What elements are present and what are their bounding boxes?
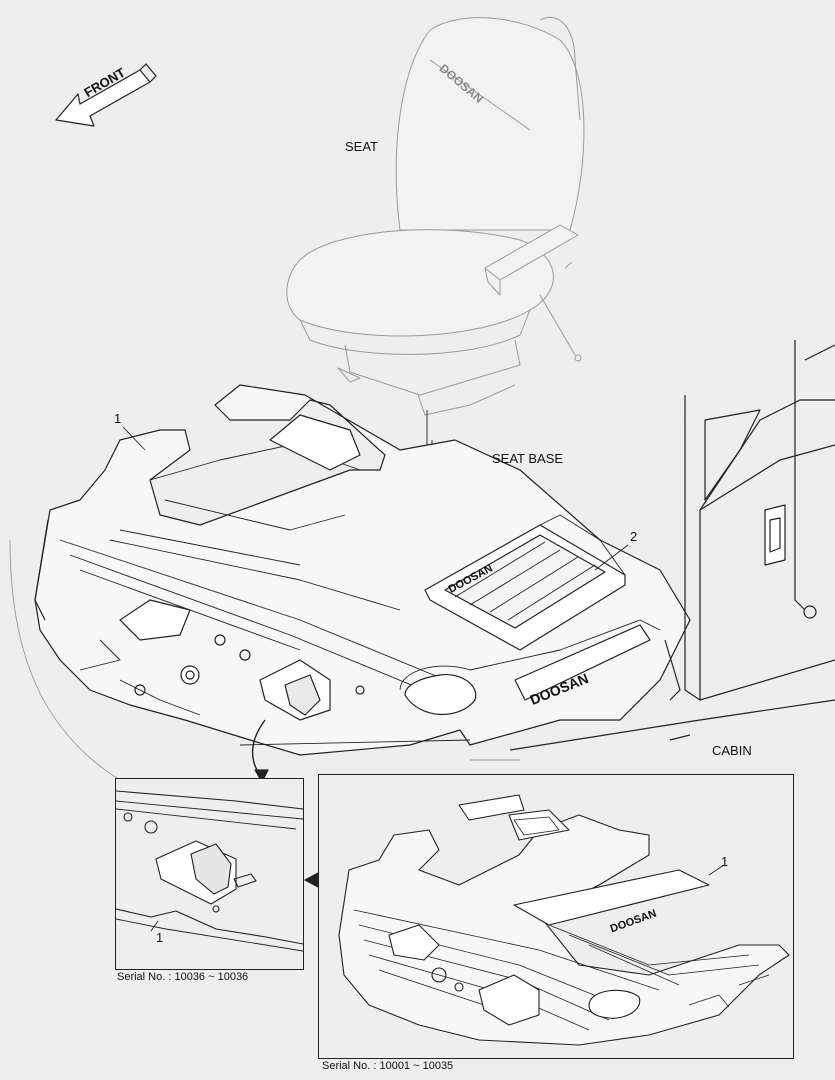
detail-left-drawing <box>116 790 303 952</box>
detail-right-drawing <box>338 794 790 1046</box>
part-number-1: 1 <box>114 411 122 426</box>
footrest-illustration <box>424 514 626 651</box>
part-1-leader-line <box>122 426 146 451</box>
part-2-leader-line <box>594 544 629 571</box>
right-inset-part-number: 1 <box>721 854 729 869</box>
left-inset-part-number: 1 <box>156 930 164 945</box>
seat-illustration <box>286 17 585 416</box>
serial-range-right: Serial No. : 10001 ~ 10035 <box>322 1060 454 1072</box>
cabin-illustration <box>509 340 835 751</box>
part-number-2: 2 <box>630 529 638 544</box>
seat-base-label: SEAT BASE <box>492 451 564 466</box>
serial-range-left: Serial No. : 10036 ~ 10036 <box>117 971 249 983</box>
detail-inset-left: 1 <box>115 778 304 970</box>
front-arrow-icon <box>55 63 157 127</box>
cabin-label: CABIN <box>712 743 752 758</box>
detail-pointer-icon <box>304 872 319 888</box>
detail-inset-right: 1 DOOSAN <box>318 774 794 1059</box>
floor-mat-main <box>34 384 691 756</box>
seat-label: SEAT <box>345 139 378 154</box>
